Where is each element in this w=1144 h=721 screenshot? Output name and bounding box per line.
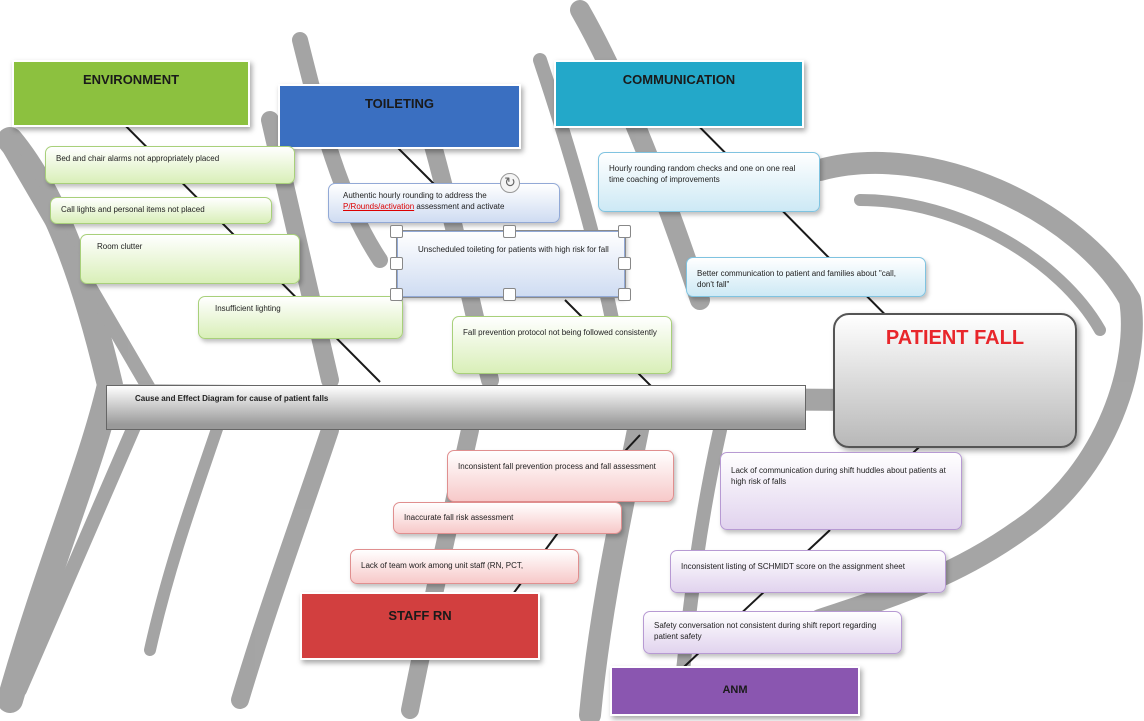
category-staff-rn[interactable]: STAFF RN [300, 592, 540, 660]
diagram-caption: Cause and Effect Diagram for cause of pa… [135, 394, 329, 403]
cause-text: Call lights and personal items not place… [61, 205, 205, 214]
cause-authentic-rounding[interactable]: Authentic hourly rounding to address the… [328, 183, 560, 223]
cause-misspelled-word: P/Rounds/activation [343, 202, 415, 211]
cause-text: Hourly rounding random checks and one on… [609, 164, 796, 184]
cause-text: Lack of communication during shift huddl… [731, 466, 946, 486]
category-toileting[interactable]: TOILETING [278, 84, 521, 149]
cause-text: Inconsistent fall prevention process and… [458, 462, 656, 471]
resize-handle-w[interactable] [390, 257, 403, 270]
category-environment[interactable]: ENVIRONMENT [12, 60, 250, 127]
cause-text: Better communication to patient and fami… [697, 269, 896, 289]
cause-text: Safety conversation not consistent durin… [654, 621, 877, 641]
diagram-caption-bar[interactable]: Cause and Effect Diagram for cause of pa… [106, 385, 806, 430]
cause-room-clutter[interactable]: Room clutter [80, 234, 300, 284]
resize-handle-s[interactable] [503, 288, 516, 301]
cause-insufficient-lighting[interactable]: Insufficient lighting [198, 296, 403, 339]
cause-bed-chair-alarms[interactable]: Bed and chair alarms not appropriately p… [45, 146, 295, 184]
category-toileting-label: TOILETING [364, 96, 435, 111]
category-communication[interactable]: COMMUNICATION [554, 60, 804, 128]
cause-better-communication[interactable]: Better communication to patient and fami… [686, 257, 926, 297]
cause-lack-of-shift-huddle-communication[interactable]: Lack of communication during shift huddl… [720, 452, 962, 530]
resize-handle-sw[interactable] [390, 288, 403, 301]
cause-text: Unscheduled toileting for patients with … [418, 245, 609, 254]
cause-text: Lack of team work among unit staff (RN, … [361, 561, 524, 570]
category-communication-label: COMMUNICATION [622, 72, 736, 87]
resize-handle-se[interactable] [618, 288, 631, 301]
effect-label: PATIENT FALL [885, 327, 1025, 349]
category-anm[interactable]: ANM [610, 666, 860, 716]
cause-fall-prevention-protocol[interactable]: Fall prevention protocol not being follo… [452, 316, 672, 374]
resize-handle-nw[interactable] [390, 225, 403, 238]
cause-inconsistent-fall-prevention[interactable]: Inconsistent fall prevention process and… [447, 450, 674, 502]
effect-patient-fall[interactable]: PATIENT FALL [833, 313, 1077, 448]
cause-text: Inconsistent listing of SCHMIDT score on… [681, 562, 905, 571]
cause-text: Fall prevention protocol not being follo… [463, 328, 657, 337]
cause-text: Bed and chair alarms not appropriately p… [56, 154, 220, 163]
cause-hourly-rounding-checks[interactable]: Hourly rounding random checks and one on… [598, 152, 820, 212]
category-anm-label: ANM [722, 684, 748, 696]
cause-safety-conversation[interactable]: Safety conversation not consistent durin… [643, 611, 902, 654]
cause-inaccurate-fall-risk[interactable]: Inaccurate fall risk assessment [393, 502, 622, 534]
cause-text: Authentic hourly rounding to address the [343, 191, 487, 200]
cause-text: Inaccurate fall risk assessment [404, 513, 514, 522]
cause-lack-of-teamwork[interactable]: Lack of team work among unit staff (RN, … [350, 549, 579, 584]
category-staff-rn-label: STAFF RN [388, 608, 452, 623]
cause-text: Room clutter [97, 242, 143, 251]
cause-text-continued: assessment and activate [416, 202, 505, 211]
cause-inconsistent-schmidt-score[interactable]: Inconsistent listing of SCHMIDT score on… [670, 550, 946, 593]
resize-handle-e[interactable] [618, 257, 631, 270]
category-environment-label: ENVIRONMENT [82, 72, 180, 87]
rotate-handle-icon[interactable]: ↻ [500, 173, 520, 193]
cause-call-lights[interactable]: Call lights and personal items not place… [50, 197, 272, 224]
resize-handle-n[interactable] [503, 225, 516, 238]
resize-handle-ne[interactable] [618, 225, 631, 238]
cause-text: Insufficient lighting [215, 304, 281, 313]
